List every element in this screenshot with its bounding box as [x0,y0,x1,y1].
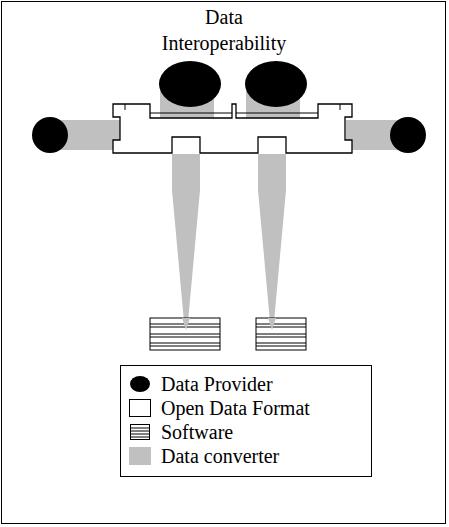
converter-taper [258,190,286,322]
legend-row: Open Data Format [129,396,365,420]
format-detail [125,104,340,113]
legend-text: Open Data Format [161,397,310,419]
legend-text: Data converter [161,445,279,467]
output-data-converters [172,154,286,322]
software-stripe [131,431,150,432]
provider-sample [130,376,150,392]
legend-row: Software [129,420,365,444]
data-converter [172,154,200,190]
software-icon [150,318,220,350]
converter-tip [268,318,276,330]
legend-swatch [129,423,151,441]
legend-box: Data ProviderOpen Data FormatSoftwareDat… [120,365,372,477]
converter-taper [172,190,200,322]
software-stripe [131,434,150,435]
data-converter [258,154,286,190]
data-provider [159,61,221,107]
software-stripe [131,437,150,438]
software-sample [131,425,150,440]
diagram-title: Data Interoperability [144,4,304,56]
data-provider [32,117,68,153]
legend-swatch [129,447,151,465]
software-icon [256,318,306,350]
software-stripe [131,428,150,429]
legend-row: Data Provider [129,372,365,396]
converter-tip [182,318,190,330]
legend-text: Data Provider [161,373,273,395]
legend-swatch [129,399,151,417]
data-provider [245,61,307,107]
legend-swatch [129,375,151,393]
legend-text: Software [161,421,233,443]
legend-row: Data converter [129,444,365,468]
open-data-format [113,104,352,153]
data-provider [390,117,426,153]
